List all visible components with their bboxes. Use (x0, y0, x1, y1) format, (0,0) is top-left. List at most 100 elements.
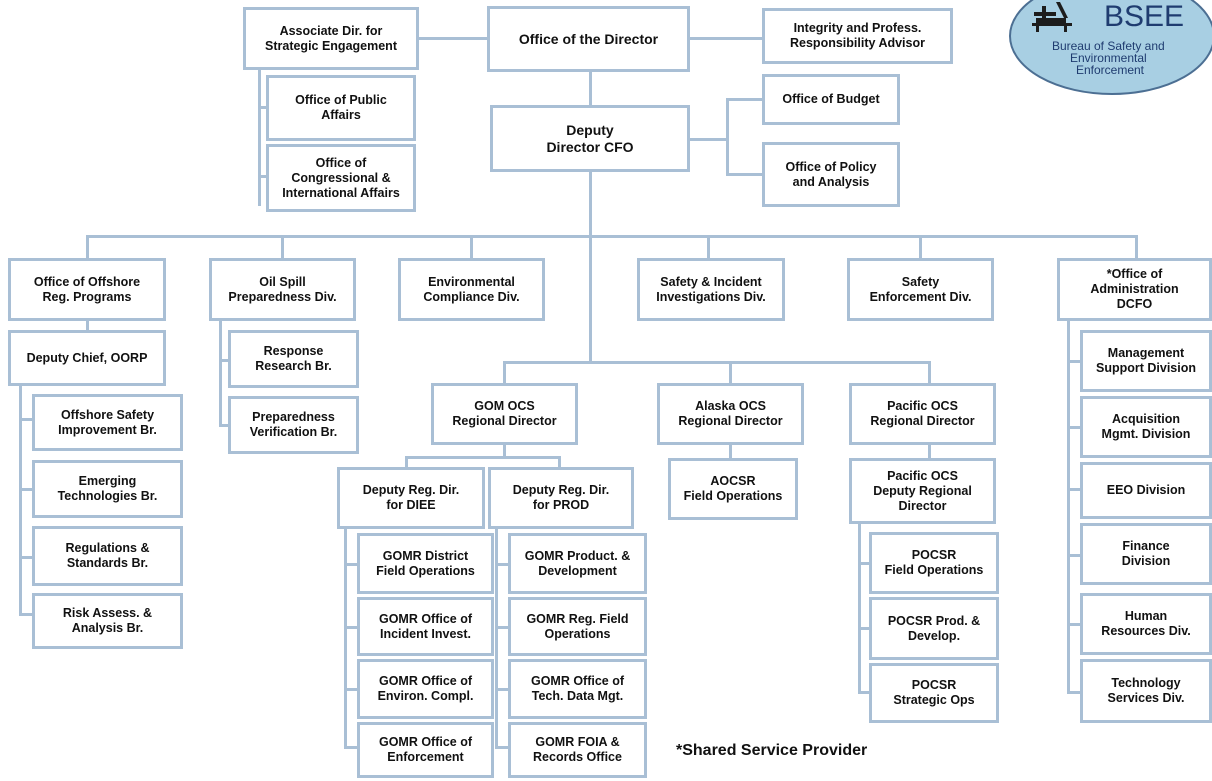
admin-division-box: Finance Division (1080, 523, 1212, 585)
connector-line (219, 319, 222, 427)
connector-line (589, 71, 592, 107)
gomr-prod-unit-box: GOMR Product. & Development (508, 533, 647, 594)
connector-line (495, 563, 511, 566)
offshore-programs-box: Office of Offshore Reg. Programs (8, 258, 166, 321)
connector-line (19, 384, 22, 616)
director-box: Office of the Director (487, 6, 690, 72)
logo-name-line: Bureau of Safety and (1052, 39, 1165, 53)
connector-line (558, 456, 561, 469)
oil-spill-box: Oil Spill Preparedness Div. (209, 258, 356, 321)
logo-name-line: Environmental (1070, 51, 1147, 65)
policy-box: Office of Policy and Analysis (762, 142, 900, 207)
connector-line (1135, 235, 1138, 260)
gomr-prod-unit-box: GOMR Reg. Field Operations (508, 597, 647, 656)
connector-line (919, 235, 922, 260)
connector-line (1067, 691, 1083, 694)
connector-line (86, 320, 89, 332)
connector-line (858, 691, 872, 694)
connector-line (405, 456, 561, 459)
connector-line (86, 235, 89, 260)
gomr-diee-unit-box: GOMR Office of Environ. Compl. (357, 659, 494, 719)
connector-line (86, 235, 1138, 238)
administration-box: *Office of Administration DCFO (1057, 258, 1212, 321)
connector-line (726, 98, 764, 101)
pocsr-unit-box: POCSR Field Operations (869, 532, 999, 594)
oorp-branch-box: Emerging Technologies Br. (32, 460, 183, 518)
connector-line (928, 443, 931, 460)
connector-line (589, 171, 592, 364)
connector-line (495, 746, 511, 749)
connector-line (19, 488, 35, 491)
connector-line (344, 563, 360, 566)
connector-line (19, 556, 35, 559)
connector-line (1067, 554, 1083, 557)
gom-regional-box: GOM OCS Regional Director (431, 383, 578, 445)
deputy-chief-oorp-box: Deputy Chief, OORP (8, 330, 166, 386)
connector-line (344, 626, 360, 629)
connector-line (729, 361, 732, 385)
aocsr-field-ops-box: AOCSR Field Operations (668, 458, 798, 520)
logo-name-line: Enforcement (1076, 63, 1145, 77)
connector-line (729, 443, 732, 460)
connector-line (858, 522, 861, 694)
connector-line (1067, 488, 1083, 491)
connector-line (19, 418, 35, 421)
admin-division-box: Technology Services Div. (1080, 659, 1212, 723)
connector-line (503, 361, 506, 385)
connector-line (1067, 623, 1083, 626)
connector-line (1067, 360, 1083, 363)
connector-line (405, 456, 408, 469)
bsee-logo: BSEE Bureau of Safety and Environmental … (1009, 0, 1212, 95)
integrity-box: Integrity and Profess. Responsibility Ad… (762, 8, 953, 64)
alaska-regional-box: Alaska OCS Regional Director (657, 383, 804, 445)
connector-line (1067, 426, 1083, 429)
oorp-branch-box: Regulations & Standards Br. (32, 526, 183, 586)
connector-line (417, 37, 489, 40)
oil-spill-branch-box: Preparedness Verification Br. (228, 396, 359, 454)
connector-line (726, 98, 729, 176)
connector-line (495, 688, 511, 691)
gomr-prod-unit-box: GOMR Office of Tech. Data Mgt. (508, 659, 647, 719)
pacific-deputy-box: Pacific OCS Deputy Regional Director (849, 458, 996, 524)
gomr-diee-unit-box: GOMR Office of Enforcement (357, 722, 494, 778)
logo-acronym: BSEE (1104, 0, 1184, 33)
congressional-box: Office of Congressional & International … (266, 144, 416, 212)
budget-box: Office of Budget (762, 74, 900, 125)
connector-line (503, 361, 931, 364)
logo-name: Bureau of Safety and Environmental Enfor… (1052, 39, 1168, 77)
deputy-diee-box: Deputy Reg. Dir. for DIEE (337, 467, 485, 529)
connector-line (1067, 320, 1070, 694)
admin-division-box: EEO Division (1080, 462, 1212, 519)
connector-line (928, 361, 931, 385)
oil-platform-icon (1032, 2, 1072, 32)
connector-line (495, 626, 511, 629)
connector-line (258, 106, 268, 109)
admin-division-box: Management Support Division (1080, 330, 1212, 392)
connector-line (495, 527, 498, 749)
associate-dir-box: Associate Dir. for Strategic Engagement (243, 7, 419, 70)
admin-division-box: Acquisition Mgmt. Division (1080, 396, 1212, 458)
connector-line (219, 359, 231, 362)
oorp-branch-box: Risk Assess. & Analysis Br. (32, 593, 183, 649)
connector-line (344, 746, 360, 749)
connector-line (707, 235, 710, 260)
connector-line (219, 424, 231, 427)
admin-division-box: Human Resources Div. (1080, 593, 1212, 655)
deputy-cfo-box: Deputy Director CFO (490, 105, 690, 172)
gomr-diee-unit-box: GOMR Office of Incident Invest. (357, 597, 494, 656)
connector-line (726, 173, 764, 176)
gomr-diee-unit-box: GOMR District Field Operations (357, 533, 494, 594)
oorp-branch-box: Offshore Safety Improvement Br. (32, 394, 183, 451)
connector-line (344, 688, 360, 691)
connector-line (258, 70, 261, 206)
deputy-prod-box: Deputy Reg. Dir. for PROD (488, 467, 634, 529)
oil-spill-branch-box: Response Research Br. (228, 330, 359, 388)
public-affairs-box: Office of Public Affairs (266, 75, 416, 141)
connector-line (19, 613, 35, 616)
connector-line (688, 37, 764, 40)
connector-line (281, 235, 284, 260)
pocsr-unit-box: POCSR Strategic Ops (869, 663, 999, 723)
pocsr-unit-box: POCSR Prod. & Develop. (869, 597, 999, 660)
connector-line (858, 627, 872, 630)
